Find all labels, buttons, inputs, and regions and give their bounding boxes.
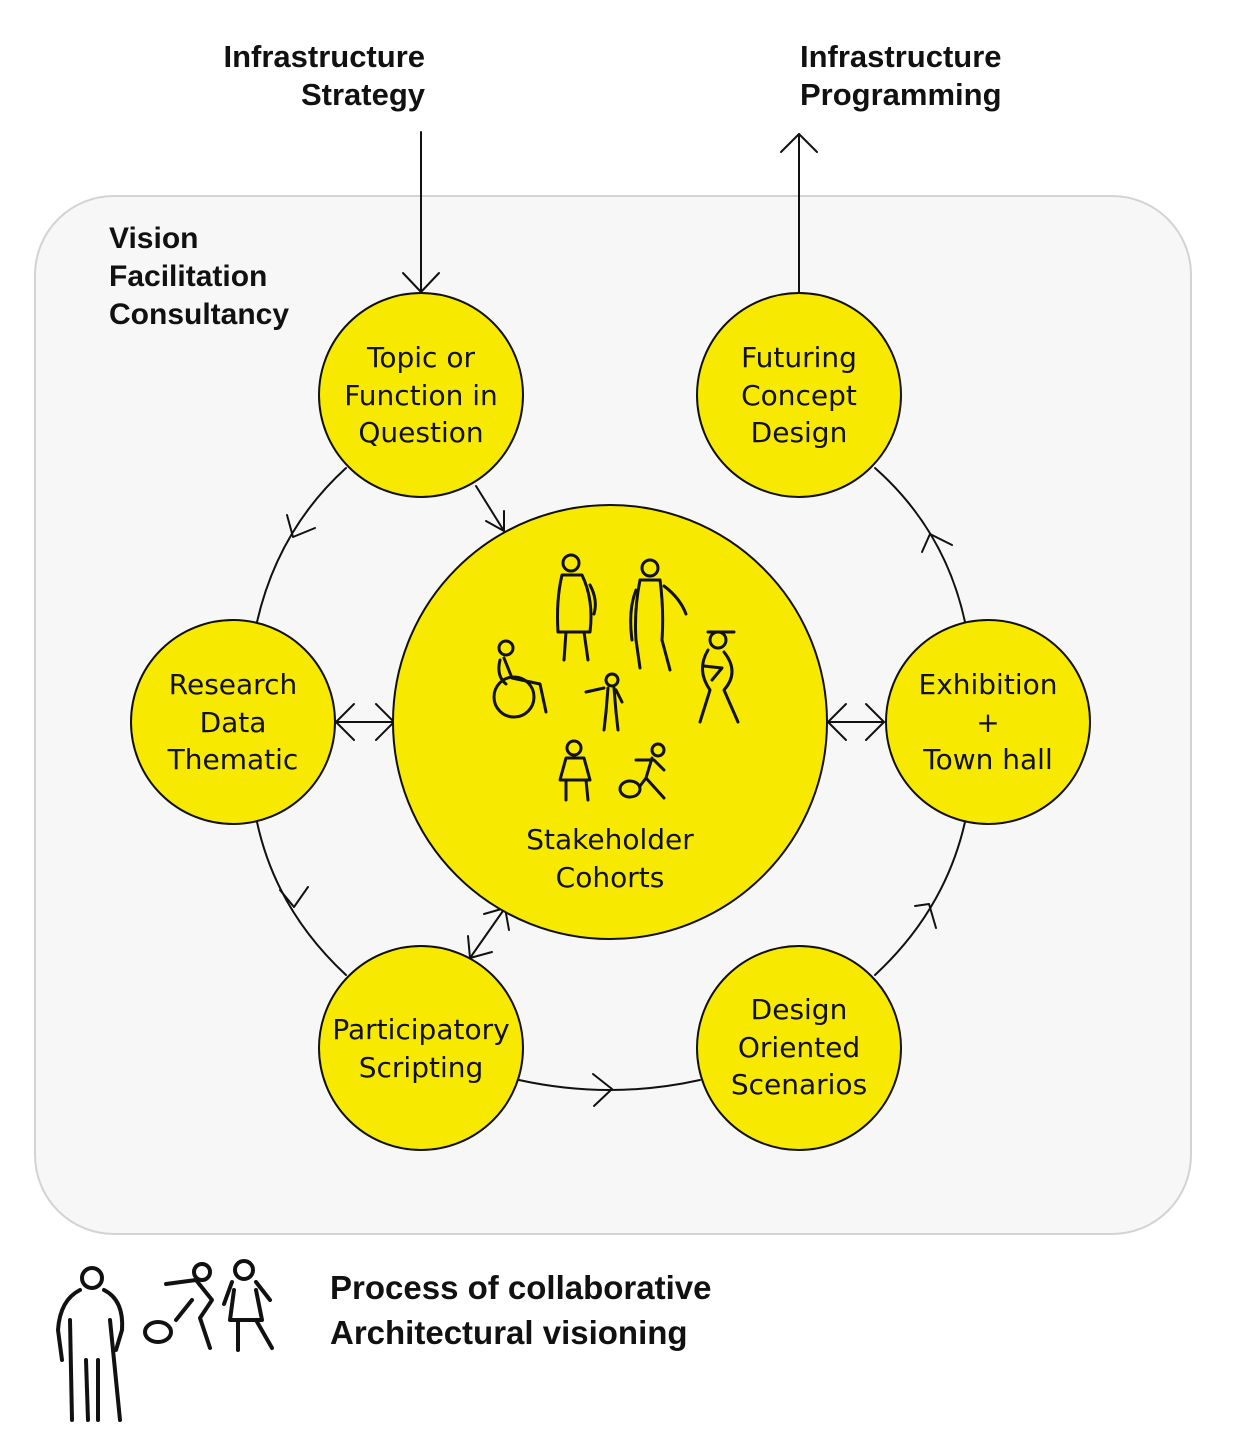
node-label-topic: Topic or Function in Question: [344, 341, 498, 449]
arc-arrow-5: [921, 533, 953, 553]
arc-exhibition-futuring: [874, 467, 966, 623]
arc-arrow-3: [592, 1073, 613, 1107]
node-label-research: Research Data Thematic: [167, 668, 299, 776]
child-standing-icon: [222, 1259, 274, 1352]
child-with-ball-icon: [143, 1262, 214, 1350]
people-sketch-icon: [492, 553, 740, 802]
node-label-participatory: Participatory Scripting: [332, 1013, 510, 1084]
programming-arrowhead: [780, 133, 818, 153]
infrastructure-strategy-label: Infrastructure Strategy: [223, 39, 425, 112]
arc-research-participatory: [256, 821, 347, 976]
panel-title: Vision Facilitation Consultancy: [109, 222, 290, 331]
node-label-exhibition: Exhibition + Town hall: [918, 668, 1058, 776]
node-label-center: Stakeholder Cohorts: [526, 823, 694, 894]
arc-arrow-2: [279, 886, 309, 908]
arc-arrow-4: [914, 903, 937, 929]
node-label-futuring: Futuring Concept Design: [741, 341, 857, 449]
node-stakeholder-cohorts: [392, 504, 828, 940]
node-participatory: [318, 945, 524, 1151]
node-label-design: Design Oriented Scenarios: [730, 993, 868, 1101]
node-topic: [318, 292, 524, 498]
spoke-topic-center: [475, 485, 505, 532]
spoke-participatory-center: [469, 907, 506, 959]
spoke-topic-arrowhead: [485, 510, 505, 532]
arc-topic-research: [256, 467, 347, 623]
node-design: [696, 945, 902, 1151]
node-futuring: [696, 292, 902, 498]
infrastructure-programming-label: Infrastructure Programming: [800, 39, 1002, 112]
arc-arrow-1: [286, 514, 316, 538]
arc-design-exhibition: [874, 821, 966, 976]
node-exhibition: [885, 619, 1091, 825]
node-research: [130, 619, 336, 825]
diagram-caption: Process of collaborative Architectural v…: [330, 1269, 712, 1351]
adult-figure-icon: [56, 1266, 125, 1422]
